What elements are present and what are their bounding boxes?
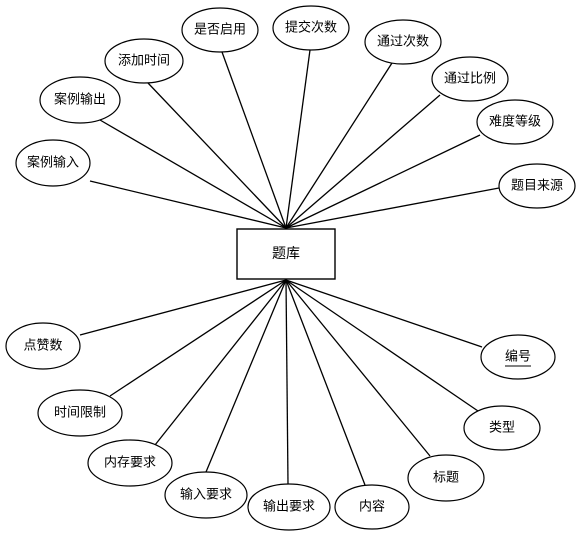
- attribute-case-out: 案例输出: [39, 76, 121, 124]
- attribute-ellipse-enabled: [181, 7, 259, 53]
- attribute-label-case-in: 案例输入: [27, 155, 79, 171]
- attribute-ellipse-id: [480, 334, 556, 380]
- entity-label: 题库: [272, 246, 300, 262]
- attribute-ellipse-add-time: [104, 38, 184, 84]
- attribute-mem: 内存要求: [87, 439, 173, 487]
- attribute-label-type: 类型: [489, 421, 515, 436]
- attribute-output-req: 输出要求: [247, 483, 331, 531]
- attribute-ellipse-title: [407, 454, 485, 502]
- attribute-source: 题目来源: [498, 163, 576, 209]
- attribute-ellipse-zan: [5, 322, 81, 370]
- attribute-label-mem: 内存要求: [104, 455, 156, 471]
- connector-lines: [79, 49, 500, 486]
- attribute-ellipse-pass-ratio: [431, 56, 509, 102]
- attribute-label-pass-count: 通过次数: [377, 34, 429, 50]
- connector-title: [285, 279, 431, 457]
- connector-zan: [79, 279, 287, 336]
- attribute-type: 类型: [463, 405, 541, 451]
- attribute-add-time: 添加时间: [104, 38, 184, 84]
- attribute-case-in: 案例输入: [15, 139, 91, 187]
- attribute-ellipse-type: [463, 405, 541, 451]
- attribute-ellipse-case-out: [39, 76, 121, 124]
- attribute-ellipse-difficulty: [476, 99, 554, 145]
- attribute-ellipse-case-in: [15, 139, 91, 187]
- connector-pass-count: [285, 62, 393, 229]
- connector-enabled: [221, 51, 287, 229]
- connector-submit-count: [285, 49, 311, 229]
- attribute-ellipse-input-req: [164, 471, 248, 519]
- attribute-ellipse-output-req: [247, 483, 331, 531]
- attribute-label-pass-ratio: 通过比例: [444, 72, 496, 87]
- connector-case-in: [89, 180, 287, 229]
- attribute-label-input-req: 输入要求: [180, 487, 232, 503]
- attribute-label-output-req: 输出要求: [263, 499, 315, 515]
- attribute-pass-ratio: 通过比例: [431, 56, 509, 102]
- attribute-label-difficulty: 难度等级: [489, 114, 541, 130]
- attribute-ellipse-mem: [87, 439, 173, 487]
- attribute-difficulty: 难度等级: [476, 99, 554, 145]
- attribute-label-time-limit: 时间限制: [54, 406, 106, 421]
- attribute-content: 内容: [334, 484, 410, 530]
- connector-input-req: [205, 279, 287, 473]
- attribute-ellipse-submit-count: [272, 5, 350, 51]
- connector-difficulty: [285, 134, 481, 229]
- attribute-label-enabled: 是否启用: [194, 23, 246, 38]
- attribute-label-id: 编号: [505, 350, 531, 365]
- attribute-id: 编号: [480, 334, 556, 380]
- attribute-label-submit-count: 提交次数: [285, 20, 337, 36]
- connector-case-out: [99, 119, 287, 229]
- attribute-title: 标题: [407, 454, 485, 502]
- connector-source: [285, 187, 500, 229]
- attribute-ellipse-content: [334, 484, 410, 530]
- attribute-label-add-time: 添加时间: [118, 54, 170, 69]
- attribute-ellipse-pass-count: [364, 19, 442, 65]
- attribute-submit-count: 提交次数: [272, 5, 350, 51]
- attribute-ellipse-source: [498, 163, 576, 209]
- connector-pass-ratio: [285, 94, 441, 229]
- attribute-label-source: 题目来源: [511, 179, 563, 194]
- attribute-zan: 点赞数: [5, 322, 81, 370]
- attribute-input-req: 输入要求: [164, 471, 248, 519]
- attribute-label-title: 标题: [433, 471, 459, 486]
- entity-box: [236, 228, 336, 280]
- connector-output-req: [285, 279, 289, 485]
- attribute-label-content: 内容: [359, 499, 385, 515]
- attribute-time-limit: 时间限制: [37, 389, 123, 437]
- connector-mem: [154, 279, 287, 446]
- attribute-ellipse-time-limit: [37, 389, 123, 437]
- connector-time-limit: [109, 279, 287, 397]
- connector-content: [285, 279, 366, 486]
- connector-add-time: [147, 82, 287, 229]
- attribute-pass-count: 通过次数: [364, 19, 442, 65]
- attribute-label-zan: 点赞数: [23, 339, 62, 354]
- entity-node: 题库: [236, 228, 336, 280]
- attribute-enabled: 是否启用: [181, 7, 259, 53]
- connector-id: [285, 279, 483, 348]
- attribute-label-case-out: 案例输出: [54, 92, 106, 108]
- connector-type: [285, 279, 479, 412]
